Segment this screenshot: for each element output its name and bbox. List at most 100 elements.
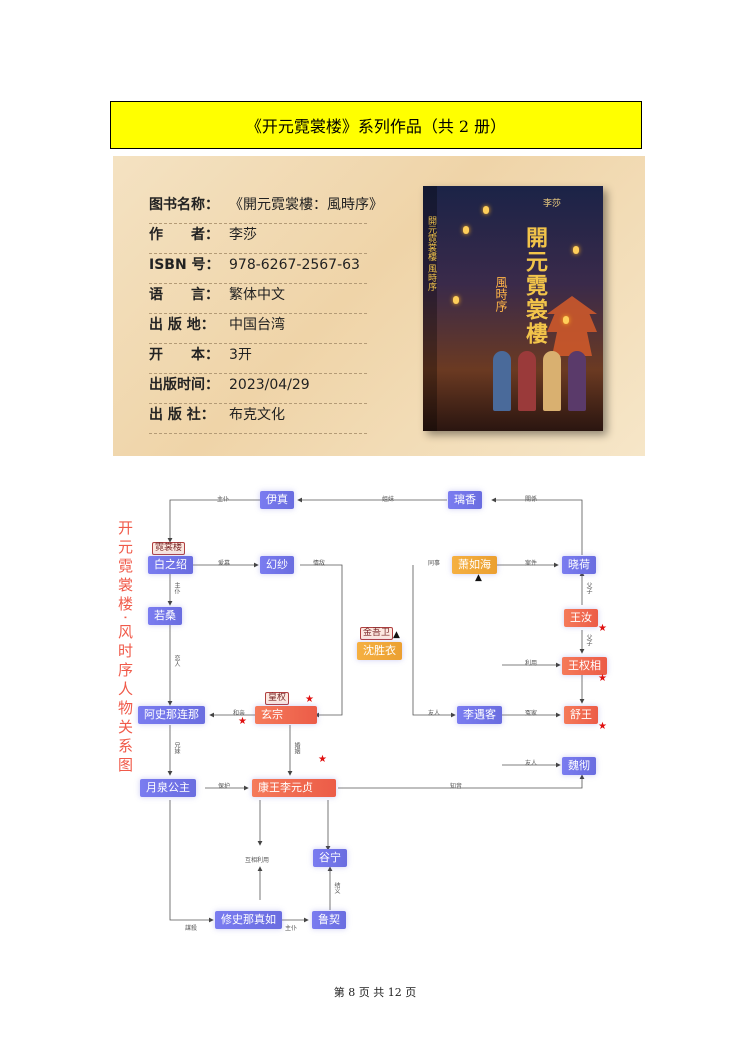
edge-label: 關係: [525, 496, 538, 503]
figure-illustration: [568, 351, 586, 411]
book-info-panel: 图书名称： 《開元霓裳樓：風時序》 作 者： 李莎 ISBN 号： 978-6267-…: [113, 156, 645, 456]
info-row-author: 作 者： 李莎: [149, 224, 367, 254]
edge-label: 和亲: [233, 710, 246, 717]
info-label: 出版时间：: [149, 377, 219, 393]
info-value: 李莎: [229, 227, 257, 243]
edge-label: 知音: [450, 783, 463, 790]
edge: [300, 564, 343, 718]
info-value: 布克文化: [229, 407, 285, 423]
edge-label: 婚姻: [293, 742, 300, 754]
edge-label: 姐妹: [382, 496, 395, 503]
edge: [169, 800, 214, 923]
info-row-language: 语 言： 繁体中文: [149, 284, 367, 314]
node-wangru[interactable]: 王汝: [564, 609, 598, 627]
node-baizhishao[interactable]: 白之绍: [148, 556, 193, 574]
star-icon: ★: [305, 694, 314, 705]
lantern-icon: [453, 296, 459, 304]
lantern-icon: [483, 206, 489, 214]
cover-subtitle: 風時序: [494, 276, 508, 312]
figure-illustration: [518, 351, 536, 411]
node-kangwang[interactable]: 康王李元贞: [252, 779, 336, 797]
cover-author: 李莎: [543, 199, 562, 209]
edge-label: 爱慕: [218, 560, 231, 567]
edge: [491, 497, 583, 555]
node-wangquanxiang[interactable]: 王权相: [562, 657, 607, 675]
info-value: 3开: [229, 347, 252, 363]
info-row-date: 出版时间： 2023/04/29: [149, 374, 367, 404]
edge: [338, 774, 585, 789]
node-liyuke[interactable]: 李遇客: [457, 706, 502, 724]
figure-illustration: [543, 351, 561, 411]
edge-label: 主仆: [173, 582, 180, 594]
node-weiche[interactable]: 魏彻: [562, 757, 596, 775]
star-icon: ★: [318, 754, 327, 765]
edge-label: 恋人: [173, 655, 180, 667]
triangle-icon: ▲: [393, 630, 400, 640]
edge-label: 利用: [525, 660, 538, 667]
node-ruosang[interactable]: 若桑: [148, 607, 182, 625]
edge-label: 同事: [428, 560, 441, 567]
info-value: 978-6267-2567-63: [229, 257, 360, 273]
star-icon: ★: [598, 721, 607, 732]
edge-label: 父子: [585, 634, 592, 646]
spine-title: 開元霓裳樓 風時序: [426, 216, 436, 291]
info-label: 出 版 地：: [149, 317, 215, 333]
node-yuequangongzhu[interactable]: 月泉公主: [140, 779, 196, 797]
node-ashinalianna[interactable]: 阿史那连那: [138, 706, 205, 724]
edge-label: 兄妹: [173, 742, 180, 754]
faction-tag-jinwuwei: 金吾卫: [360, 627, 394, 640]
info-row-title: 图书名称： 《開元霓裳樓：風時序》: [149, 194, 383, 224]
info-label: 图书名称：: [149, 197, 219, 213]
edge: [167, 499, 260, 543]
edge-label: 冤家: [525, 710, 538, 717]
info-row-isbn: ISBN 号： 978-6267-2567-63: [149, 254, 367, 284]
info-row-place: 出 版 地： 中国台湾: [149, 314, 367, 344]
node-xiaoruhai[interactable]: 萧如海: [452, 556, 497, 574]
info-value: 中国台湾: [229, 317, 285, 333]
info-value: 繁体中文: [229, 287, 285, 303]
edge-label: 结义: [333, 882, 340, 894]
edge-label: 友人: [428, 710, 441, 717]
info-row-publisher: 出 版 社： 布克文化: [149, 404, 367, 434]
info-value: 2023/04/29: [229, 377, 310, 393]
info-label: 语 言：: [149, 287, 219, 303]
node-shenshengyi[interactable]: 沈胜衣: [357, 642, 402, 660]
edge-label: 謀殺: [185, 925, 198, 932]
node-xiaohe[interactable]: 晓荷: [562, 556, 596, 574]
figure-illustration: [493, 351, 511, 411]
book-cover-image: 開元霓裳樓 風時序 李莎 開元霓裳樓 風時序: [423, 186, 603, 431]
faction-tag-nishanglou: 霓裳楼: [152, 542, 186, 555]
info-label: 开 本：: [149, 347, 219, 363]
info-value: 《開元霓裳樓：風時序》: [229, 197, 383, 213]
node-guning[interactable]: 谷宁: [313, 849, 347, 867]
node-luqi[interactable]: 鲁契: [312, 911, 346, 929]
info-label: 作 者：: [149, 227, 219, 243]
info-row-format: 开 本： 3开: [149, 344, 367, 374]
lantern-icon: [463, 226, 469, 234]
diagram-side-title: 开元霓裳楼·风时序人物关系图: [116, 520, 134, 776]
edge-label: 保护: [218, 783, 231, 790]
star-icon: ★: [598, 673, 607, 684]
node-xiushinazhenru[interactable]: 修史那真如: [215, 911, 282, 929]
book-spine: [423, 186, 437, 431]
cover-title: 開元霓裳樓: [522, 226, 548, 346]
lantern-icon: [563, 316, 569, 324]
page-footer: 第 8 页 共 12 页: [333, 986, 417, 999]
edge-label: 父子: [585, 582, 592, 594]
node-lixiang[interactable]: 璃香: [448, 491, 482, 509]
edge-label: 互相利用: [245, 857, 270, 864]
node-xuanzong[interactable]: 玄宗: [255, 706, 317, 724]
edge: [412, 565, 456, 718]
node-yizhen[interactable]: 伊真: [260, 491, 294, 509]
relationship-edges: [167, 497, 585, 923]
relationship-diagram: 主仆 姐妹 關係 爱慕 情敌 同事 案件 父子 主仆 父子 恋人 利用 友人 冤…: [110, 470, 710, 950]
faction-tag-huangquan: 皇权: [265, 692, 290, 705]
node-shuwang[interactable]: 舒王: [564, 706, 598, 724]
edge-label: 案件: [525, 560, 538, 567]
pagoda-illustration: [547, 296, 597, 356]
info-label: 出 版 社：: [149, 407, 215, 423]
edge-label: 情敌: [313, 560, 326, 567]
edge-label: 友人: [525, 760, 538, 767]
node-huansha[interactable]: 幻纱: [260, 556, 294, 574]
info-label: ISBN 号：: [149, 257, 220, 273]
